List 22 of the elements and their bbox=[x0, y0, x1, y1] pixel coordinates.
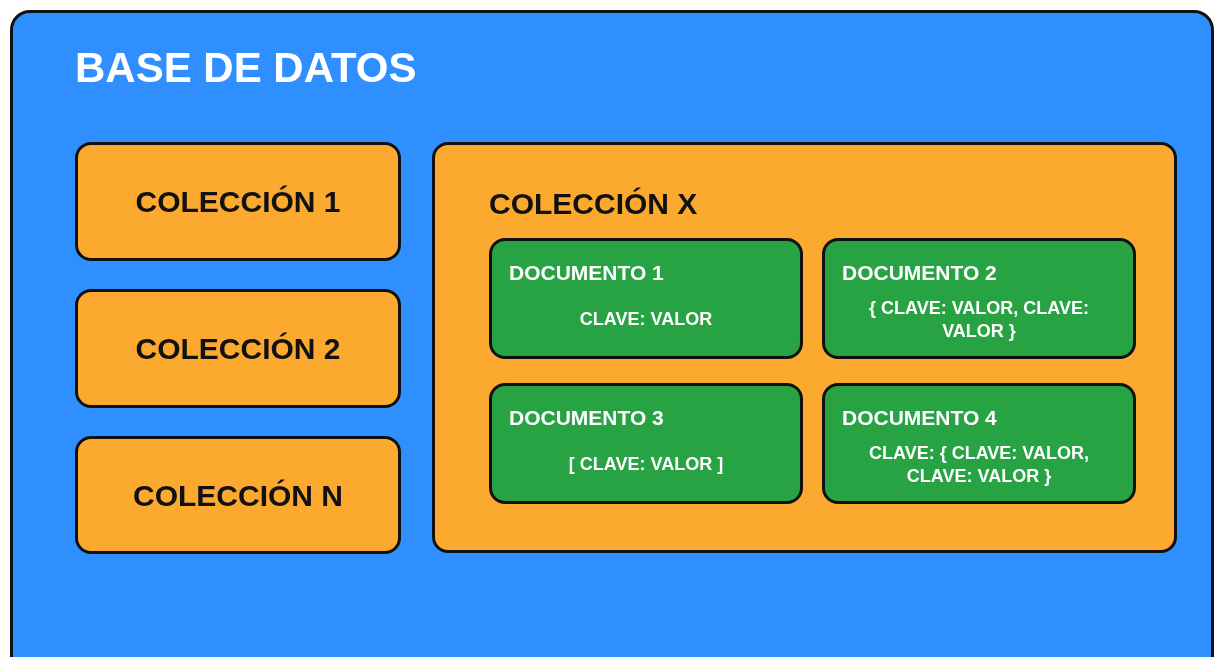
database-container bbox=[10, 10, 1214, 657]
box-heading: DOCUMENTO 3 bbox=[509, 406, 664, 430]
key-value-text: [ CLAVE: VALOR ] bbox=[568, 453, 724, 477]
document-box bbox=[489, 383, 803, 504]
collection-box bbox=[432, 142, 1177, 553]
box-heading: BASE DE DATOS bbox=[75, 45, 417, 92]
box-heading: DOCUMENTO 4 bbox=[842, 406, 997, 430]
document-box bbox=[822, 238, 1136, 359]
key-value-text: CLAVE: { CLAVE: VALOR, CLAVE: VALOR } bbox=[868, 441, 1090, 489]
box-heading: COLECCIÓN 2 bbox=[135, 332, 341, 365]
box-heading: COLECCIÓN N bbox=[133, 478, 343, 512]
box-heading: COLECCIÓN X bbox=[489, 187, 698, 220]
key-value-text: CLAVE: VALOR bbox=[579, 308, 713, 332]
key-value-text: { CLAVE: VALOR, CLAVE: VALOR } bbox=[868, 296, 1090, 344]
collection-box bbox=[75, 289, 401, 408]
box-heading: DOCUMENTO 2 bbox=[842, 261, 997, 285]
box-heading: COLECCIÓN 1 bbox=[135, 185, 341, 218]
document-box bbox=[489, 238, 803, 359]
collection-box bbox=[75, 142, 401, 261]
collection-box bbox=[75, 436, 401, 554]
box-heading: DOCUMENTO 1 bbox=[509, 261, 664, 285]
document-box bbox=[822, 383, 1136, 504]
